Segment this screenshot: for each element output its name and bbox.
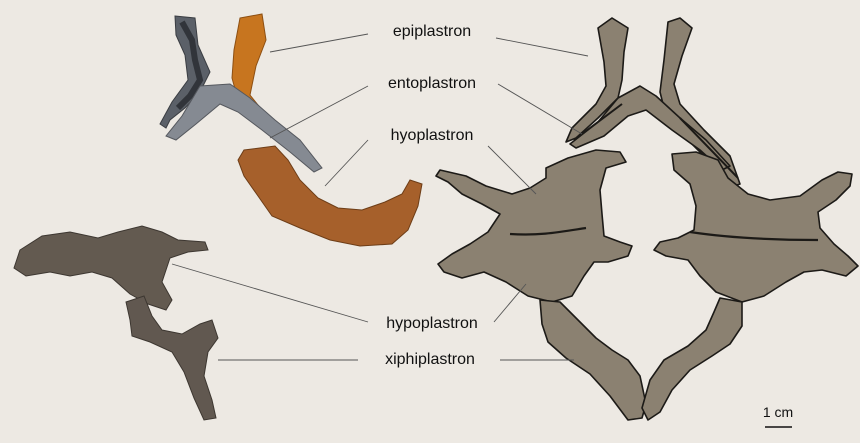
reconstruction-xiphiplastron-right [641, 297, 743, 421]
fossil-photo [13, 13, 423, 421]
reconstruction-hyo-hypo-left [435, 149, 633, 303]
plastron-reconstruction [435, 17, 859, 421]
reconstruction-epiplastron-left [565, 17, 629, 143]
label-hyoplastron: hyoplastron [390, 127, 474, 144]
label-epiplastron: epiplastron [392, 23, 472, 40]
fossil-epiplastron-left [159, 15, 211, 129]
scale-bar-label: 1 cm [762, 404, 794, 420]
reconstruction-hyo-hypo-right [653, 151, 859, 303]
label-xiphiplastron: xiphiplastron [385, 351, 475, 368]
fossil-hypoplastron [13, 225, 209, 311]
label-entoplastron: entoplastron [387, 75, 477, 92]
label-hypoplastron: hypoplastron [386, 315, 478, 332]
fossil-xiphiplastron [125, 295, 219, 421]
fossil-hyoplastron [237, 145, 423, 247]
fossil-entoplastron [165, 83, 323, 173]
leader-lines [171, 33, 589, 361]
